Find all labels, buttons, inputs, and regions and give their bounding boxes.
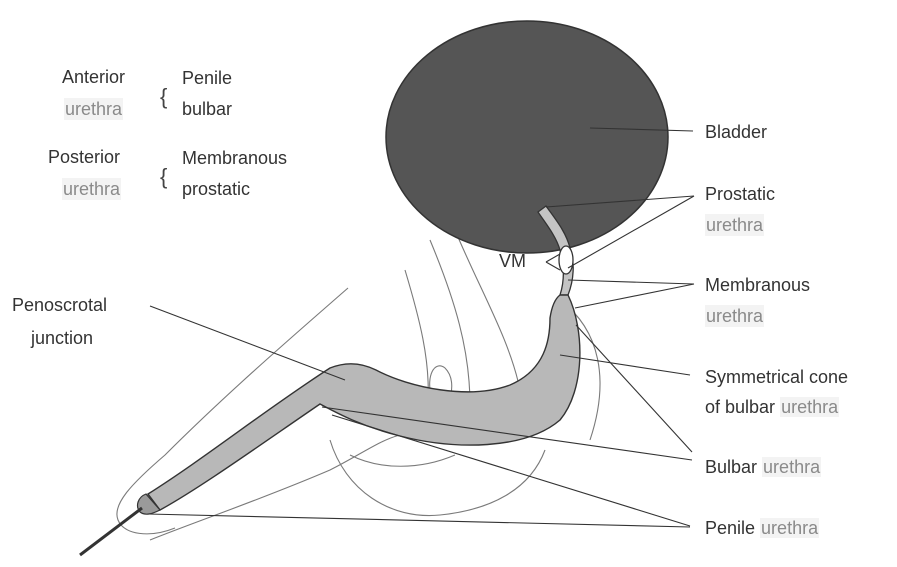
label-penile: Penile urethra	[705, 517, 819, 539]
scrotum-inner-outline	[350, 455, 455, 466]
label-prostatic-2: urethra	[705, 214, 764, 236]
legend-anterior-label-2: urethra	[64, 98, 123, 120]
vm-pointer	[546, 254, 560, 270]
label-membranous-1: Membranous	[705, 274, 810, 296]
leader-penoscrotal	[150, 306, 345, 380]
leader-membranous-b	[575, 284, 694, 308]
legend-anterior-brace: {	[160, 84, 167, 110]
label-cone-2: of bulbar urethra	[705, 396, 839, 418]
label-cone-1: Symmetrical cone	[705, 366, 848, 388]
legend-anterior-part-1: Penile	[182, 67, 232, 89]
label-penoscrotal-1: Penoscrotal	[12, 294, 107, 316]
verumontanum-shape	[559, 246, 573, 274]
bulbar-urethra-shape	[148, 295, 580, 510]
label-cone-2b: urethra	[780, 397, 839, 417]
scrotum-outline	[330, 440, 545, 516]
label-bulbar-word: Bulbar	[705, 457, 762, 477]
legend-posterior-label-1: Posterior	[48, 146, 120, 168]
perineum-curve-1	[430, 240, 470, 405]
label-bulbar-urethra: urethra	[762, 457, 821, 477]
label-membranous-2: urethra	[705, 305, 764, 327]
leader-bulbar-a	[576, 325, 692, 452]
legend-posterior-label-2: urethra	[62, 178, 121, 200]
label-cone-2a: of bulbar	[705, 397, 780, 417]
legend-anterior-part-2: bulbar	[182, 98, 232, 120]
bladder-shape	[386, 21, 668, 253]
perineum-curve-3	[405, 270, 428, 400]
label-penile-urethra: urethra	[760, 518, 819, 538]
legend-posterior-brace: {	[160, 164, 167, 190]
leader-membranous-a	[568, 280, 694, 284]
legend-posterior-part-1: Membranous	[182, 147, 287, 169]
legend-anterior-label-1: Anterior	[62, 66, 125, 88]
leader-penile-b	[148, 514, 690, 527]
label-prostatic-1: Prostatic	[705, 183, 775, 205]
label-penile-word: Penile	[705, 518, 760, 538]
label-penoscrotal-2: junction	[31, 327, 93, 349]
label-vm: VM	[499, 250, 526, 272]
label-bladder: Bladder	[705, 121, 767, 143]
legend-posterior-part-2: prostatic	[182, 178, 250, 200]
label-bulbar: Bulbar urethra	[705, 456, 821, 478]
